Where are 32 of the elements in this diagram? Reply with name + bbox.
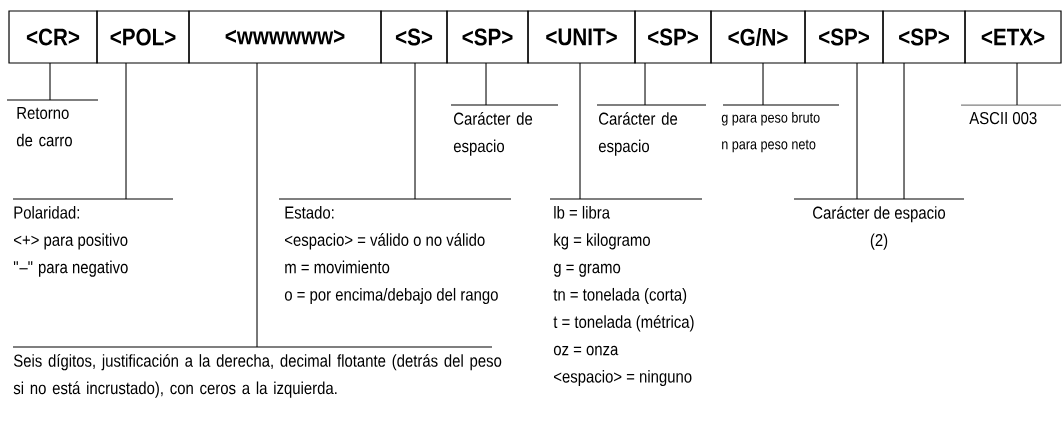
callout-text: lb = libra kg = kilogramo g = gramo tn = tonelada (corta) t = tonelada (métrica) oz = onza <espacio> = ninguno [549, 198, 703, 387]
leader-line [485, 62, 487, 106]
leader-line [256, 62, 258, 348]
field-cell: <SP> [882, 10, 966, 64]
field-cell: <wwwwww> [188, 10, 382, 64]
field-cell: <SP> [446, 10, 529, 64]
leader-line [125, 62, 127, 200]
callout-text: Carácter de espacio (2) [793, 198, 965, 250]
callout-text: Carácter de espacio [450, 104, 559, 156]
field-cell: <POL> [96, 10, 190, 64]
leader-line [49, 62, 51, 101]
callout-text: Polaridad: <+> para positivo "–" para negativo [12, 198, 174, 277]
field-cell: <SP> [634, 10, 712, 64]
callout-text: Estado: <espacio> = válido o no válido m = movimiento o = por encima/debajo del rango [278, 198, 512, 305]
leader-line [1016, 62, 1018, 106]
callout-text: Retorno de carro [6, 99, 99, 147]
leader-line [903, 62, 905, 200]
field-cell: <ETX> [964, 10, 1062, 64]
field-cell: <S> [380, 10, 448, 64]
callout-text: Seis dígitos, justificación a la derecha, decimal flotante (detrás del peso si no está incrustado), con ceros a la izquierda. [12, 346, 502, 398]
leader-line [579, 62, 581, 200]
field-cell: <SP> [804, 10, 884, 64]
leader-line [762, 62, 764, 106]
leader-line [644, 62, 646, 106]
field-cell: <CR> [8, 10, 98, 64]
field-cell: <UNIT> [527, 10, 636, 64]
callout-text: ASCII 003 [960, 104, 1062, 125]
field-cell: <G/N> [710, 10, 806, 64]
leader-line [856, 62, 858, 200]
callout-text: Carácter de espacio [596, 104, 707, 156]
leader-line [414, 62, 416, 200]
callout-text: g para peso bruto n para peso neto [721, 104, 840, 153]
